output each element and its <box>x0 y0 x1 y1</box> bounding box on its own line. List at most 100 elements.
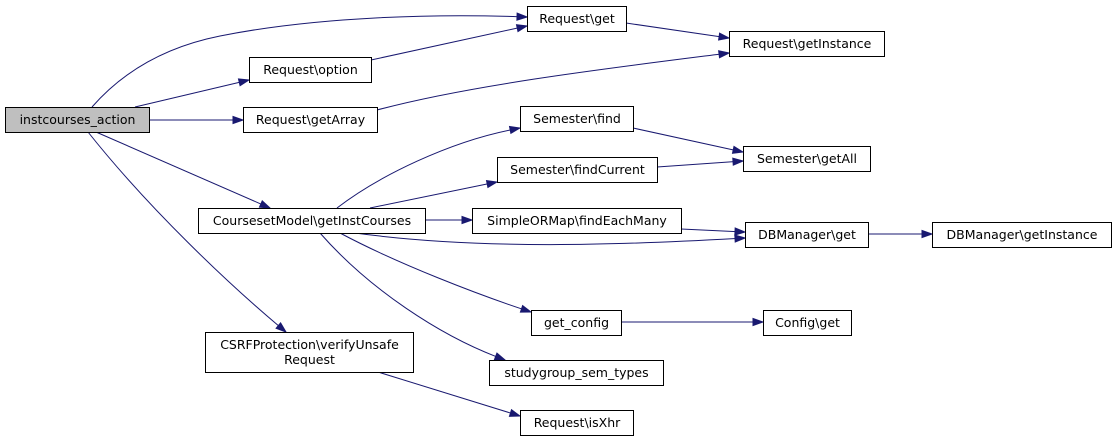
nodes-layer: instcourses_action Request\getRequest\opt… <box>5 6 1112 436</box>
node-studygroup[interactable]: studygroup_sem_types <box>489 360 664 386</box>
node-box <box>472 208 682 234</box>
node-label: Request\getInstance <box>743 36 872 51</box>
node-label: SimpleORMap\findEachMany <box>487 213 667 228</box>
arrowhead-icon <box>516 12 529 21</box>
edge-db_get-to-db_getinstance <box>868 229 934 239</box>
edge-line <box>377 371 512 414</box>
edge-line <box>339 232 523 310</box>
node-label: studygroup_sem_types <box>504 365 648 380</box>
node-box <box>249 57 372 83</box>
node-box <box>497 157 658 183</box>
arrowhead-icon <box>493 352 507 361</box>
node-box <box>763 310 852 336</box>
edge-line <box>370 27 519 61</box>
node-root[interactable]: instcourses_action <box>5 107 150 133</box>
node-box <box>527 6 627 32</box>
edge-line <box>87 131 280 327</box>
node-req-getarray[interactable]: Request\getArray <box>243 107 378 133</box>
edge-req_getarray-to-req_getinstance <box>376 50 731 111</box>
edge-cm_getinstcourses-to-studygroup <box>319 232 507 361</box>
edge-line <box>680 228 737 233</box>
node-label: Request\isXhr <box>534 415 621 430</box>
arrowhead-icon <box>275 322 288 333</box>
node-db-get[interactable]: DBManager\get <box>745 222 869 248</box>
node-label: Semester\getAll <box>757 151 857 166</box>
node-label: Semester\find <box>533 111 621 126</box>
arrowhead-icon <box>508 125 522 135</box>
node-cm-getinstcourses[interactable]: CoursesetModel\getInstCourses <box>198 208 426 234</box>
arrowhead-icon <box>519 304 533 313</box>
node-box <box>729 31 885 57</box>
node-label: Request <box>284 352 335 367</box>
edge-root-to-csrf_verify <box>87 131 288 333</box>
node-box <box>205 332 414 373</box>
edge-root-to-req_get <box>91 12 529 108</box>
node-box <box>243 107 378 133</box>
node-box <box>531 310 622 336</box>
edge-line <box>319 232 497 358</box>
edge-line <box>134 81 241 108</box>
node-sem-find[interactable]: Semester\find <box>520 106 634 132</box>
arrowhead-icon <box>485 179 499 189</box>
node-config-get[interactable]: Config\get <box>763 310 852 336</box>
node-sem-getall[interactable]: Semester\getAll <box>743 146 871 172</box>
edge-cm_getinstcourses-to-db_get <box>354 232 747 246</box>
edge-line <box>95 131 263 205</box>
arrowhead-icon <box>508 408 522 417</box>
node-label: CSRFProtection\verifyUnsafe <box>220 337 399 352</box>
node-label: Request\get <box>539 11 615 26</box>
node-label: Request\getArray <box>256 112 366 127</box>
edge-cm_getinstcourses-to-get_config <box>339 232 533 313</box>
edge-line <box>336 129 512 209</box>
edge-line <box>625 22 721 38</box>
arrowhead-icon <box>734 227 747 236</box>
node-box <box>198 208 426 234</box>
edge-root-to-req_option <box>134 78 251 108</box>
edge-csrf_verify-to-req_isxhr <box>377 371 522 417</box>
edge-line <box>91 15 519 108</box>
edges-layer <box>87 12 934 417</box>
node-label: get_config <box>544 315 609 330</box>
edge-sem_find-to-sem_getall <box>632 127 745 154</box>
arrowhead-icon <box>461 215 474 225</box>
arrowhead-icon <box>734 234 747 243</box>
edge-line <box>354 232 737 246</box>
edge-get_config-to-config_get <box>621 317 765 327</box>
edge-req_option-to-req_get <box>370 24 529 61</box>
edge-sem_findcurrent-to-sem_getall <box>656 157 745 168</box>
arrowhead-icon <box>515 24 529 33</box>
node-label: Config\get <box>775 315 840 330</box>
node-label: DBManager\get <box>758 227 856 242</box>
arrowhead-icon <box>718 32 731 41</box>
node-box <box>489 360 664 386</box>
edge-cm_getinstcourses-to-sem_find <box>336 125 522 209</box>
edge-line <box>656 161 735 168</box>
node-req-getinstance[interactable]: Request\getInstance <box>729 31 885 57</box>
edge-cm_getinstcourses-to-sem_findcurrent <box>369 179 499 209</box>
node-sem-findcurrent[interactable]: Semester\findCurrent <box>497 157 658 183</box>
arrowhead-icon <box>232 115 245 125</box>
edge-cm_getinstcourses-to-orm_findeachmany <box>425 215 474 225</box>
node-req-isxhr[interactable]: Request\isXhr <box>520 410 634 436</box>
arrowhead-icon <box>921 229 934 239</box>
edge-root-to-req_getarray <box>149 115 245 125</box>
node-box <box>520 410 634 436</box>
arrowhead-icon <box>237 78 251 87</box>
node-get-config[interactable]: get_config <box>531 310 622 336</box>
node-orm-findeachmany[interactable]: SimpleORMap\findEachMany <box>472 208 682 234</box>
node-box <box>520 106 634 132</box>
edge-line <box>369 183 489 209</box>
node-req-option[interactable]: Request\option <box>249 57 372 83</box>
arrowhead-icon <box>258 199 272 209</box>
node-label: CoursesetModel\getInstCourses <box>213 213 411 228</box>
edge-orm_findeachmany-to-db_get <box>680 227 747 236</box>
arrowhead-icon <box>731 145 745 154</box>
node-label: DBManager\getInstance <box>947 227 1098 242</box>
edge-line <box>376 53 721 111</box>
node-db-getinstance[interactable]: DBManager\getInstance <box>932 222 1112 248</box>
node-label: Semester\findCurrent <box>510 162 645 177</box>
node-req-get[interactable]: Request\get <box>527 6 627 32</box>
node-box <box>745 222 869 248</box>
